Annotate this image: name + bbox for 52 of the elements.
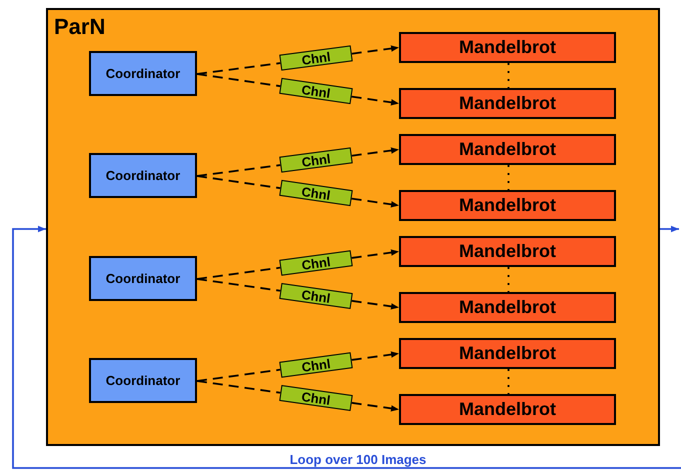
connector-line [196, 266, 280, 280]
loop-arrow [660, 226, 679, 232]
process-box [399, 134, 616, 165]
connector-line [196, 164, 280, 177]
node-label: Mandelbrot [459, 37, 556, 58]
node-label: Mandelbrot [459, 343, 556, 364]
container-box [46, 8, 660, 446]
process-box [89, 358, 197, 403]
node-label: Chnl [300, 82, 332, 101]
connector-line [196, 175, 280, 190]
arrow [352, 198, 400, 208]
node-label: Chnl [300, 286, 332, 306]
node-label: Mandelbrot [459, 399, 556, 420]
node-label: Coordinator [106, 168, 180, 183]
node-label: Chnl [300, 184, 332, 203]
node-label: Coordinator [106, 271, 180, 286]
node-label: Mandelbrot [459, 241, 556, 262]
node-label: Coordinator [106, 66, 180, 81]
node-label: Mandelbrot [459, 139, 556, 160]
process-box [89, 153, 197, 198]
connector-line [196, 73, 280, 88]
process-box [399, 190, 616, 221]
arrow [352, 351, 400, 361]
arrow [352, 249, 400, 259]
container-title: ParN [54, 14, 106, 40]
node-label: Chnl [300, 388, 332, 408]
node-label: Coordinator [106, 373, 180, 388]
node-label: Chnl [300, 151, 332, 170]
process-box [399, 32, 616, 63]
process-box [89, 256, 197, 301]
node-label: Mandelbrot [459, 93, 556, 114]
arrow [352, 300, 400, 310]
connector-line [196, 368, 280, 382]
process-box [399, 394, 616, 425]
node-label: Mandelbrot [459, 297, 556, 318]
process-box [399, 236, 616, 267]
arrow [352, 402, 400, 412]
process-box [399, 292, 616, 323]
process-box [399, 338, 616, 369]
arrow [352, 96, 400, 106]
connector-line [196, 62, 280, 75]
node-label: Chnl [300, 355, 332, 374]
node-label: Mandelbrot [459, 195, 556, 216]
connector-line [196, 380, 280, 394]
process-box [399, 88, 616, 119]
connector-line [196, 278, 280, 292]
arrow [352, 45, 400, 55]
node-label: Chnl [300, 253, 332, 272]
loop-arrow [12, 226, 681, 469]
arrow [352, 147, 400, 157]
process-box [89, 51, 197, 96]
node-label: Chnl [300, 49, 332, 68]
